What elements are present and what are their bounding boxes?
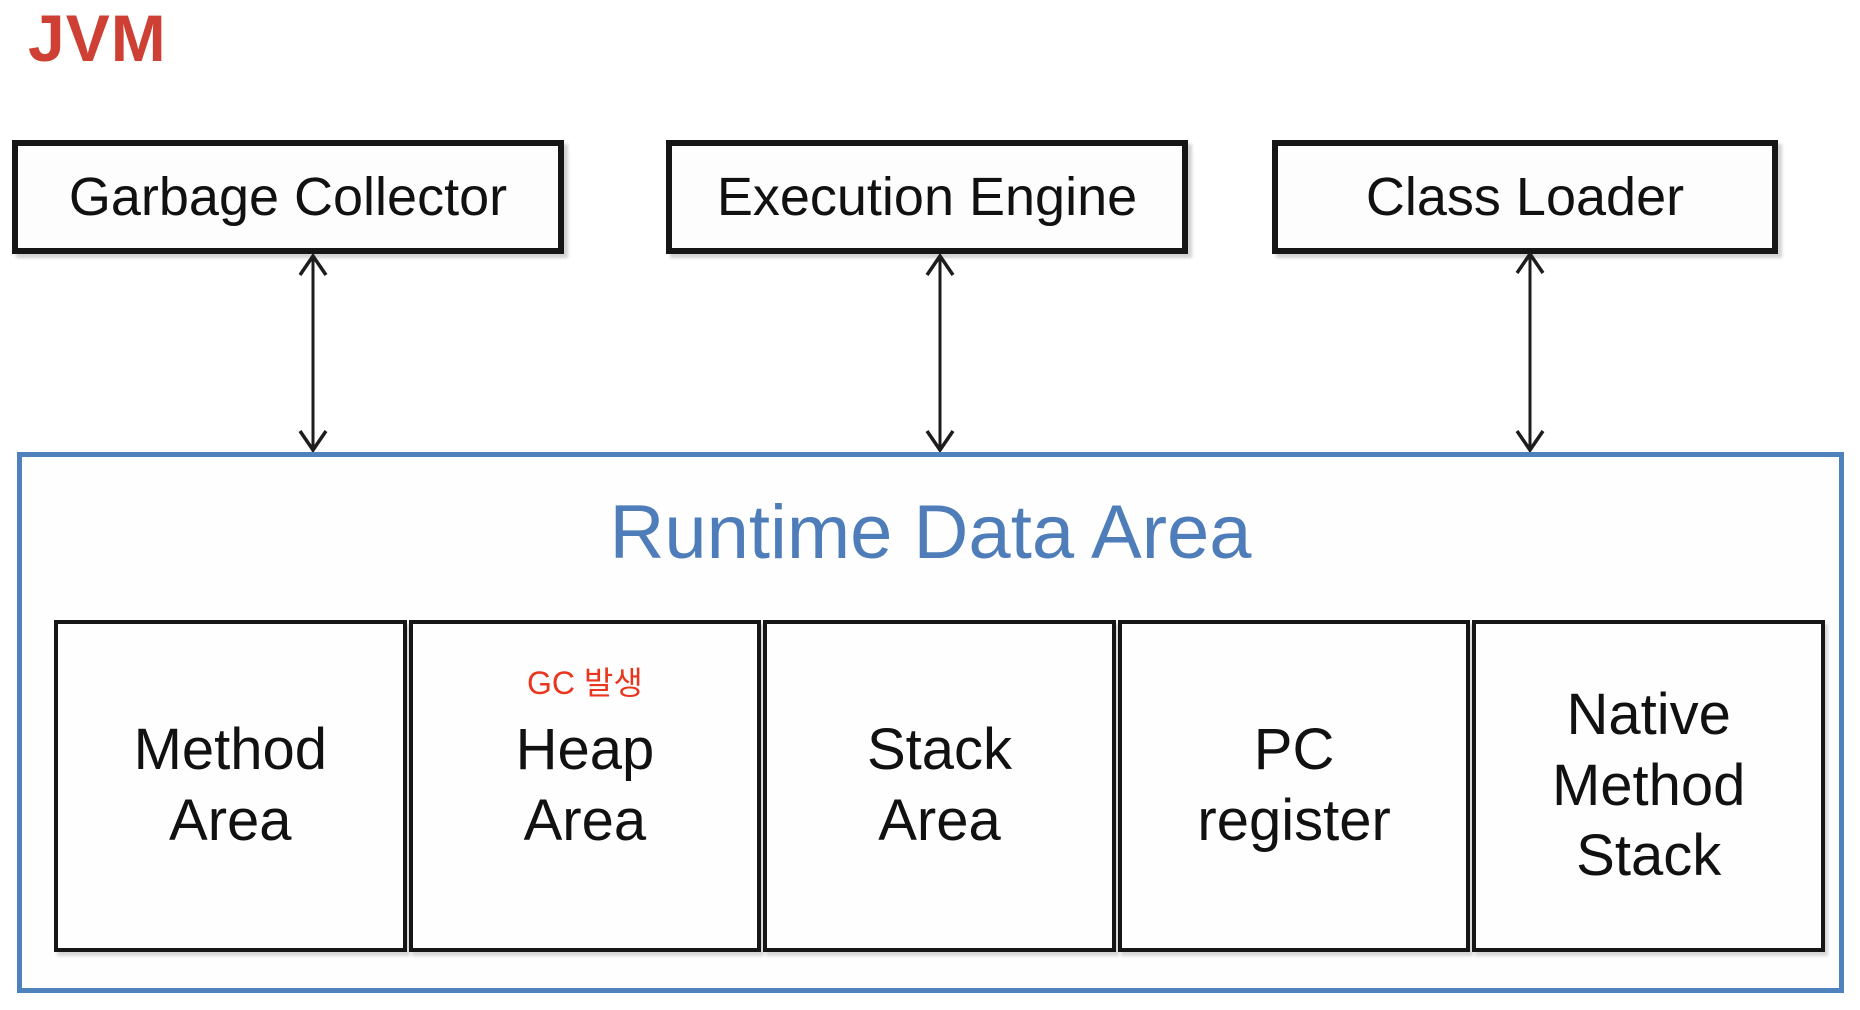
gc-occurs-annotation: GC 발생 — [527, 665, 643, 701]
double-arrow-garbage-collector-icon — [298, 252, 328, 454]
pc-register-label: PC register — [1197, 717, 1391, 853]
native-method-stack-label: Native Method Stack — [1551, 681, 1746, 889]
garbage-collector-box: Garbage Collector — [12, 140, 564, 254]
method-area-label: Method Area — [133, 717, 328, 853]
runtime-data-area-box: Runtime Data Area Method Area GC 발생 Heap… — [17, 452, 1844, 993]
double-arrow-execution-engine-icon — [925, 252, 955, 454]
execution-engine-box: Execution Engine — [666, 140, 1188, 254]
diagram-title-jvm: JVM — [28, 1, 167, 75]
garbage-collector-label: Garbage Collector — [68, 167, 508, 227]
runtime-data-area-title: Runtime Data Area — [609, 490, 1252, 575]
execution-engine-label: Execution Engine — [716, 167, 1138, 227]
heap-area-label: Heap Area — [515, 717, 655, 853]
method-area-box: Method Area — [54, 620, 407, 952]
stack-area-box: Stack Area — [763, 620, 1116, 952]
class-loader-label: Class Loader — [1365, 167, 1685, 227]
runtime-regions-row: Method Area GC 발생 Heap Area Stack Area P… — [54, 620, 1825, 952]
native-method-stack-box: Native Method Stack — [1472, 620, 1825, 952]
class-loader-box: Class Loader — [1272, 140, 1778, 254]
heap-area-box: GC 발생 Heap Area — [408, 620, 762, 952]
double-arrow-class-loader-icon — [1515, 250, 1545, 454]
stack-area-label: Stack Area — [866, 717, 1013, 853]
pc-register-box: PC register — [1117, 620, 1471, 952]
